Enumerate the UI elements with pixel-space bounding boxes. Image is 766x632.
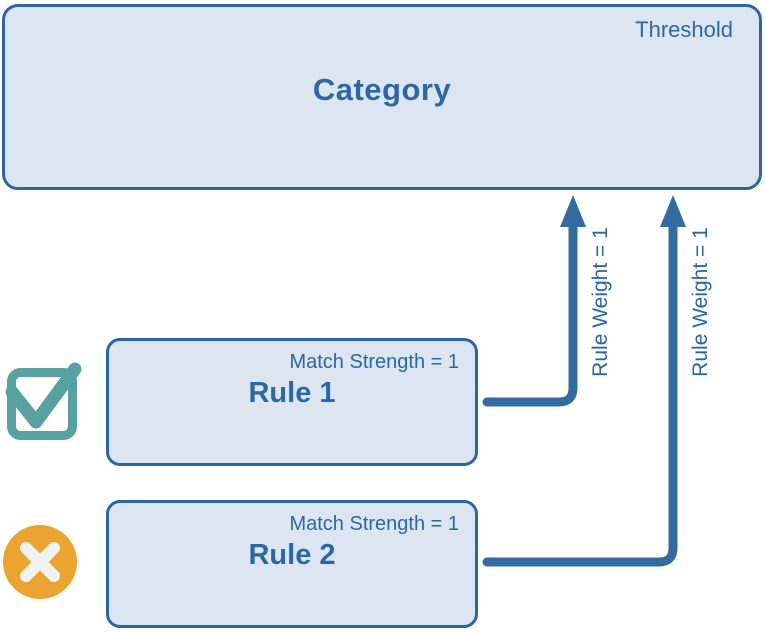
rule2-box: Match Strength = 1 Rule 2 [106,500,478,628]
rule1-arrowhead [560,195,586,227]
rule1-box: Match Strength = 1 Rule 1 [106,338,478,466]
rule1-title: Rule 1 [248,377,336,409]
rule1-weight-label: Rule Weight = 1 [589,227,612,377]
rule2-arrow-line [482,221,678,567]
checkmark-icon [5,362,82,440]
category-box: Threshold Category [2,4,762,190]
rule1-match-strength-label: Match Strength = 1 [289,351,459,373]
threshold-label: Threshold [635,17,733,42]
rule2-weight-label: Rule Weight = 1 [689,227,712,377]
rule2-title: Rule 2 [248,539,336,571]
category-title: Category [312,72,452,107]
rule2-match-strength-label: Match Strength = 1 [289,513,459,535]
x-circle-icon [3,525,77,599]
rule1-arrow-line [482,221,578,407]
rule2-arrowhead [660,195,686,227]
